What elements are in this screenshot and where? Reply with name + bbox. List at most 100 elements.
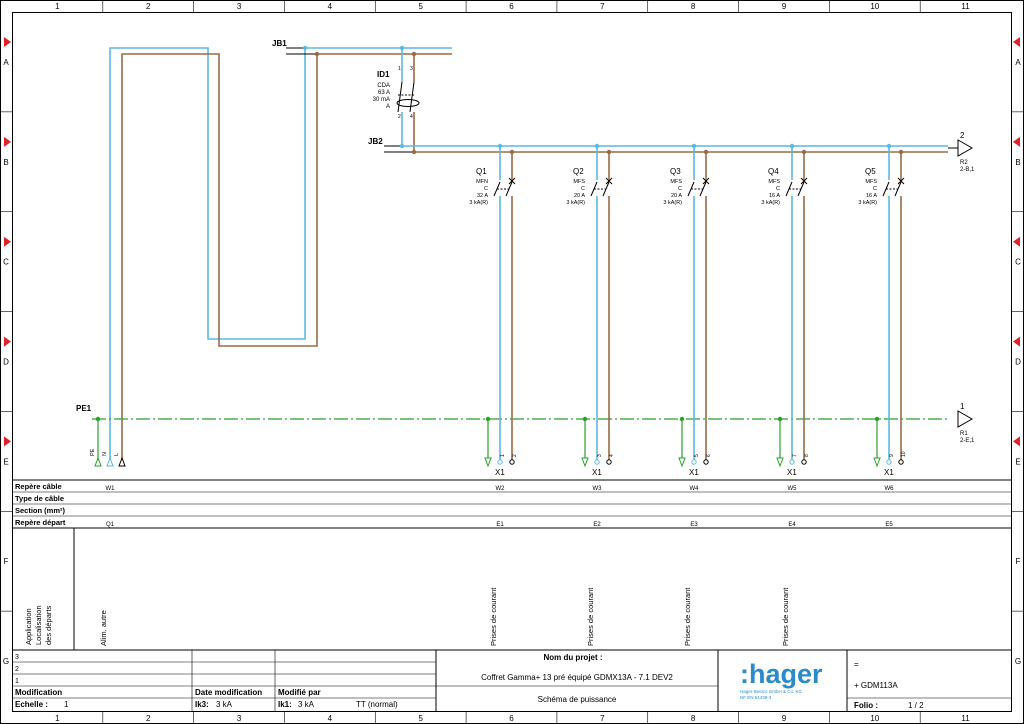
tb-tt: TT (normal): [356, 700, 398, 709]
col-label-top-3: 3: [237, 2, 242, 11]
col-label-bottom-4: 4: [328, 714, 333, 723]
breaker-line-3-3: 3 kA(R): [761, 200, 780, 206]
tb-ik1-label: Ik1:: [278, 700, 292, 709]
cable-ref-4: W5: [788, 486, 798, 492]
jb2-node-n: [399, 143, 405, 149]
breaker-line-4-3: 3 kA(R): [858, 200, 877, 206]
row-marker-right-E: [1013, 436, 1020, 447]
tb-echelle-value: 1: [64, 700, 69, 709]
ref-r2-code: R2: [960, 160, 968, 166]
row-marker-left-E: [4, 436, 11, 447]
feeder-earth-term-4: [873, 457, 881, 468]
input-terminals: PE N L: [90, 448, 126, 467]
tb-modifie-par: Modifié par: [278, 688, 321, 697]
terminal-block-x1-1: X1: [592, 468, 602, 477]
terminal-n-3: [789, 459, 795, 465]
feeder-earth-term-1: [581, 457, 589, 468]
id1-toroid: [396, 99, 420, 107]
application-3: Prises de courant: [683, 587, 692, 646]
row-label-right-D: D: [1015, 358, 1021, 367]
terminal-n-num-2: 5: [694, 454, 700, 457]
terminal-l-3: [801, 459, 807, 465]
col-label-top-9: 9: [782, 2, 787, 11]
terminal-n-num-4: 9: [889, 454, 895, 457]
cable-ref-1: W2: [496, 486, 506, 492]
col-label-top-6: 6: [509, 2, 514, 11]
application-2: Prises de courant: [586, 587, 595, 646]
col-label-top-2: 2: [146, 2, 151, 11]
cable-ref-2: W3: [593, 486, 603, 492]
terminal-l-num-3: 8: [804, 454, 810, 457]
row-label-left-G: G: [3, 657, 9, 666]
breaker-name-4: Q5: [865, 167, 876, 176]
id1-line-2: 30 mA: [373, 97, 390, 103]
tb-ik3-value: 3 kA: [216, 700, 233, 709]
row-label-left-A: A: [3, 58, 9, 67]
breaker-line-2-0: MFS: [670, 179, 682, 185]
row-marker-right-C: [1013, 236, 1020, 247]
tb-rev-1: 1: [15, 678, 19, 685]
id1-name: ID1: [377, 70, 390, 79]
jb1-node-l: [314, 51, 320, 57]
hager-logo: :hager: [740, 659, 823, 689]
app-header-0: Application: [24, 608, 33, 645]
tb-schema: Schéma de puissance: [538, 695, 617, 704]
breaker-line-2-1: C: [678, 186, 682, 192]
row-label-cable: Repère câble: [15, 482, 62, 491]
breaker-line-0-0: MFN: [476, 179, 488, 185]
depart-ref-4: E4: [788, 522, 796, 528]
col-label-bottom-7: 7: [600, 714, 605, 723]
col-label-bottom-8: 8: [691, 714, 696, 723]
col-label-top-1: 1: [55, 2, 60, 11]
row-marker-right-D: [1013, 336, 1020, 347]
breaker-trip-b-0: [508, 177, 516, 185]
id1-line-0: CDA: [377, 83, 390, 89]
breaker-name-0: Q1: [476, 167, 487, 176]
col-label-bottom-2: 2: [146, 714, 151, 723]
terminal-n-1: [594, 459, 600, 465]
breaker-line-3-2: 16 A: [769, 193, 780, 199]
pe1-node: [95, 416, 101, 422]
jb2-node-l: [411, 149, 417, 155]
breaker-line-4-2: 16 A: [866, 193, 877, 199]
breaker-line-3-1: C: [776, 186, 780, 192]
row-label-right-F: F: [1016, 557, 1021, 566]
tb-company-2: NF EN 61439-3: [740, 695, 772, 700]
col-label-top-8: 8: [691, 2, 696, 11]
breaker-line-3-0: MFS: [768, 179, 780, 185]
terminal-n-4: [886, 459, 892, 465]
terminal-n-2: [691, 459, 697, 465]
terminal-n-num-1: 3: [597, 454, 603, 457]
breaker-name-1: Q2: [573, 167, 584, 176]
row-label-left-E: E: [3, 457, 8, 466]
row-label-type: Type de câble: [15, 494, 64, 503]
row-marker-left-D: [4, 336, 11, 347]
ref-r1-code: R1: [960, 431, 968, 437]
application-0: Alim. autre: [99, 610, 108, 646]
row-label-right-B: B: [1015, 158, 1020, 167]
tb-folio-value: 1 / 2: [908, 701, 924, 710]
title-block: 3 2 1 Modification Echelle : 1 Date modi…: [12, 649, 1012, 711]
tb-ik1-value: 3 kA: [298, 700, 315, 709]
jb1-label: JB1: [272, 39, 287, 48]
ref-r1: 1 R1 2-E,1: [957, 402, 975, 444]
cable-ref-3: W4: [690, 486, 700, 492]
application-1: Prises de courant: [489, 587, 498, 646]
breaker-line-1-3: 3 kA(R): [566, 200, 585, 206]
ref-r2: 2 R2 2-B,1: [948, 131, 975, 173]
terminal-block-x1-4: X1: [884, 468, 894, 477]
col-label-top-10: 10: [870, 2, 879, 11]
tb-project-label: Nom du projet :: [543, 653, 602, 662]
col-label-bottom-1: 1: [55, 714, 60, 723]
ref-r1-loc: 2-E,1: [960, 438, 975, 444]
terminal-block-x1-0: X1: [495, 468, 505, 477]
row-label-right-E: E: [1015, 457, 1020, 466]
row-marker-right-A: [1013, 37, 1020, 47]
pe1-label: PE1: [76, 404, 92, 413]
supply-loop: [109, 47, 452, 460]
